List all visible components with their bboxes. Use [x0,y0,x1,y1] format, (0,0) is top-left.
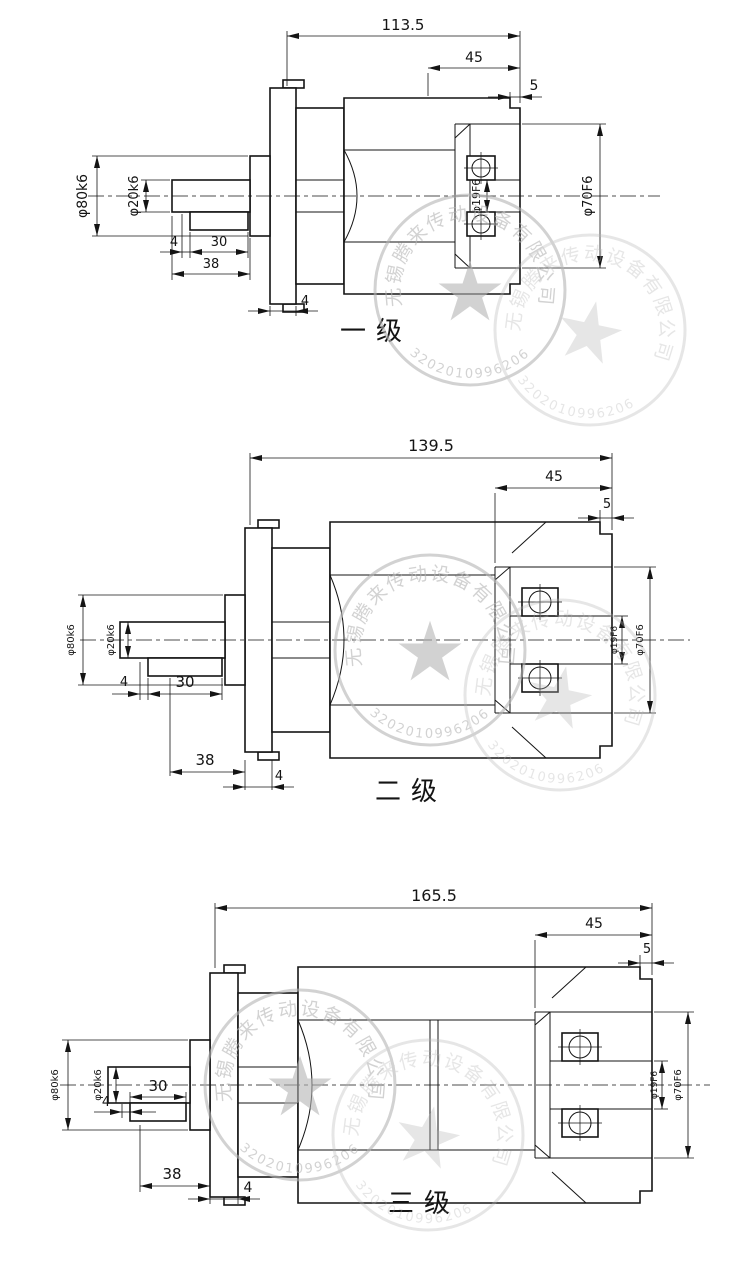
dim-key-length: 30 [147,673,223,700]
dim-flange-thickness: 4 [188,1180,260,1204]
dim-pilot-length: 5 [618,942,674,977]
dim-shaft-dia: φ20k6 [93,1067,119,1103]
stage1-label: 一级 [340,317,412,347]
dim-pilot-length: 5 [488,78,542,106]
flange-tab-top [282,79,305,89]
stage2-label: 二级 [375,777,447,807]
dim-bore-dia: φ19F6 [650,1060,668,1110]
dim-pilot-length: 5 [578,497,634,532]
dim-shaft-length-text: 38 [162,1165,181,1183]
dim-key-offset: 4 [94,1095,156,1118]
flange-tab-bottom [223,1196,246,1206]
dim-shaft-dia: φ20k6 [127,176,170,217]
dim-key-offset: 4 [112,662,148,700]
dim-key-offset-text: 4 [170,235,178,250]
dim-boss-dia-text: φ80k6 [66,624,77,655]
dim-flange-thickness: 4 [223,760,294,790]
dim-total-length-text: 165.5 [411,886,457,905]
dim-output-depth-text: 45 [465,50,483,66]
dim-flange-thickness: 4 [248,294,318,316]
dim-total-length-text: 139.5 [408,436,454,455]
dim-key-offset: 4 [160,214,190,258]
dim-key-length-text: 30 [148,1077,167,1095]
stage1-dimensions: 113.5 45 5 φ80k6 [75,16,606,316]
bolt-hole-bottom [558,1105,602,1141]
dim-key-length-text: 30 [175,673,194,691]
dim-boss-dia-text: φ80k6 [50,1069,61,1100]
stage2-dimensions: 139.5 45 5 φ80k6 φ20k6 [66,436,656,790]
dim-flange-thickness-text: 4 [301,294,309,309]
flange-tab-bottom [257,751,280,761]
dim-shaft-dia-text: φ20k6 [93,1069,104,1100]
dim-pilot-length-text: 5 [643,942,651,957]
dim-output-depth: 45 [494,469,612,563]
dim-boss-dia: φ80k6 [50,1039,188,1131]
dim-output-depth-text: 45 [585,916,603,932]
dim-boss-dia-text: φ80k6 [75,174,91,218]
bolt-hole-top [558,1029,602,1065]
shaft-key [189,211,249,231]
dim-pilot-length-text: 5 [603,497,611,512]
stage3-dimensions: 165.5 45 5 φ80k6 φ20k6 [50,886,694,1204]
dim-boss-dia: φ80k6 [75,155,248,237]
dim-pilot-dia-text: φ70F6 [635,624,646,655]
dim-shaft-dia: φ20k6 [106,622,131,658]
dim-key-length: 30 [189,232,249,258]
dim-shaft-length: 38 [139,1125,210,1192]
dim-key-offset-text: 4 [120,675,128,690]
dim-shaft-length: 38 [169,678,246,790]
dim-shaft-dia-text: φ20k6 [127,176,142,217]
bolt-hole-top [464,152,498,184]
dim-shaft-dia-text: φ20k6 [106,624,117,655]
dim-total-length-text: 113.5 [382,16,425,34]
dim-shaft-length: 38 [171,216,251,280]
dim-output-depth: 45 [427,50,520,96]
dim-pilot-dia-text: φ70F6 [581,176,596,217]
dim-key-length: 30 [129,1077,187,1103]
dim-pilot-dia-text: φ70F6 [673,1069,684,1100]
dim-flange-thickness-text: 4 [275,769,283,784]
dim-key-length-text: 30 [211,235,228,250]
flange-tab-top [223,964,246,974]
flange-tab-top [257,519,280,529]
dim-shaft-length-text: 38 [203,257,220,272]
shaft-key [147,657,223,677]
dim-key-offset-text: 4 [102,1095,110,1110]
dim-total-length: 113.5 [286,16,521,103]
dim-shaft-length-text: 38 [195,751,214,769]
dim-bore-dia-text: φ19F6 [650,1071,660,1100]
dim-pilot-dia: φ70F6 [654,1011,694,1159]
dim-output-depth: 45 [534,916,652,1008]
dim-total-length: 165.5 [214,886,653,975]
dim-output-depth-text: 45 [545,469,563,485]
dim-pilot-length-text: 5 [530,78,539,94]
dim-flange-thickness-text: 4 [244,1180,253,1196]
dim-boss-dia: φ80k6 [66,594,223,686]
